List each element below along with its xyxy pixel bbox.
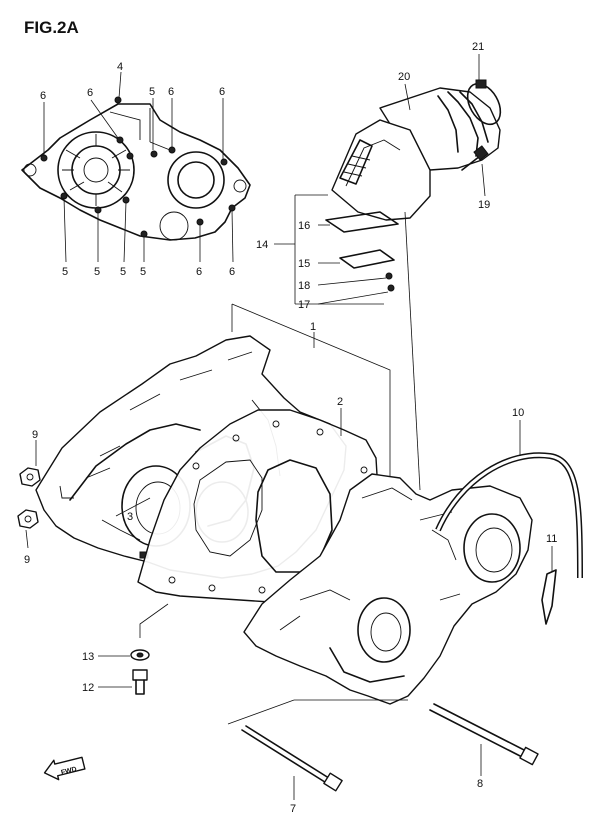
callout-14: 14	[256, 239, 268, 251]
callout-20: 20	[398, 71, 410, 83]
callout-6: 6	[229, 266, 235, 278]
callout-5: 5	[94, 266, 100, 278]
callout-11: 11	[546, 533, 557, 545]
callout-9: 9	[24, 554, 30, 566]
callout-5: 5	[140, 266, 146, 278]
long-bolts	[227, 699, 539, 800]
callout-17: 17	[298, 299, 310, 311]
callout-5: 5	[149, 86, 155, 98]
callout-12: 12	[82, 682, 94, 694]
callout-2: 2	[337, 396, 343, 408]
callout-6: 6	[196, 266, 202, 278]
callout-6: 6	[168, 86, 174, 98]
callout-15: 15	[298, 258, 310, 270]
callout-1: 1	[310, 321, 316, 333]
callout-13: 13	[82, 651, 94, 663]
crankcase-inner-view	[21, 96, 251, 241]
leaders-top-left	[43, 71, 234, 263]
forward-arrow: FWD	[43, 756, 86, 781]
crankcase-right	[243, 473, 533, 705]
callout-3: 3	[127, 511, 133, 523]
callout-19: 19	[478, 199, 490, 211]
breather-hose	[435, 452, 583, 625]
callout-6: 6	[219, 86, 225, 98]
callout-6: 6	[40, 90, 46, 102]
callout-4: 4	[117, 61, 123, 73]
callout-6: 6	[87, 87, 93, 99]
callout-labels: 6 4 6 5 6 6 5 5 5 5 6 6 21 20 19 14 16 1…	[24, 41, 557, 815]
callout-8: 8	[477, 778, 483, 790]
callout-18: 18	[298, 280, 310, 292]
intake-assembly	[325, 79, 502, 292]
callout-9: 9	[32, 429, 38, 441]
callout-16: 16	[298, 220, 310, 232]
callout-21: 21	[472, 41, 484, 53]
callout-10: 10	[512, 407, 524, 419]
callout-7: 7	[290, 803, 296, 815]
callout-5: 5	[62, 266, 68, 278]
leaders-left	[25, 303, 553, 688]
fasteners-left	[17, 467, 150, 695]
figure-title: FIG.2A	[24, 18, 79, 37]
callout-5: 5	[120, 266, 126, 278]
leaders-intake	[274, 54, 486, 491]
fwd-label: FWD	[60, 766, 77, 777]
